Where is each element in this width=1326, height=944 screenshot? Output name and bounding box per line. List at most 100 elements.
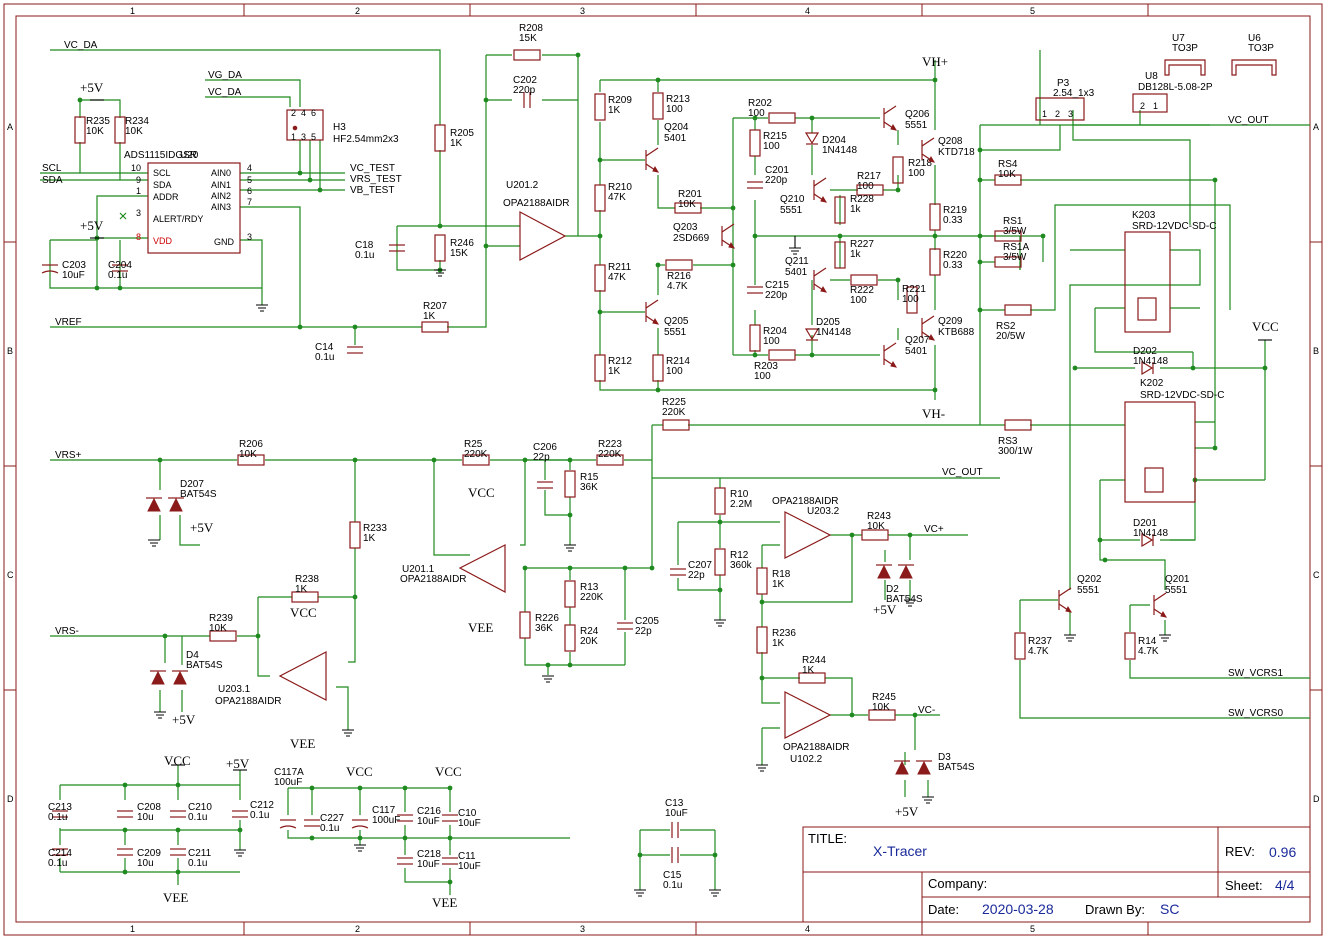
relay-k202[interactable]: K202 SRD-12VDC-SD-C — [1124, 378, 1224, 503]
opamp-u201-1[interactable]: U201.1 OPA2188AIDR — [400, 544, 506, 593]
relay-k203[interactable]: K203 SRD-12VDC-SD-C — [1124, 210, 1216, 333]
opamp-u203-2[interactable]: U203.2 OPA2188AIDR — [772, 496, 840, 559]
opamp-u102-2[interactable]: U102.2 OPA2188AIDR — [783, 691, 850, 765]
p3-connector[interactable]: P3 2.54_1x3 1 2 3 — [1035, 78, 1095, 121]
h3-header[interactable]: H3 HF2.54mm2x3 2 4 6 1 3 5 — [286, 108, 399, 145]
u8-terminal[interactable]: U8 DB128L-5.08-2P 2 1 — [1132, 71, 1213, 113]
ads1115-adc[interactable]: U20 ADS1115IDGSR SCL SDA ADDR ALERT/RDY … — [119, 150, 252, 254]
opamp-u201-2[interactable]: U201.2 OPA2188AIDR — [503, 180, 570, 261]
opamp-u203-1[interactable]: U203.1 OPA2188AIDR — [215, 651, 327, 707]
